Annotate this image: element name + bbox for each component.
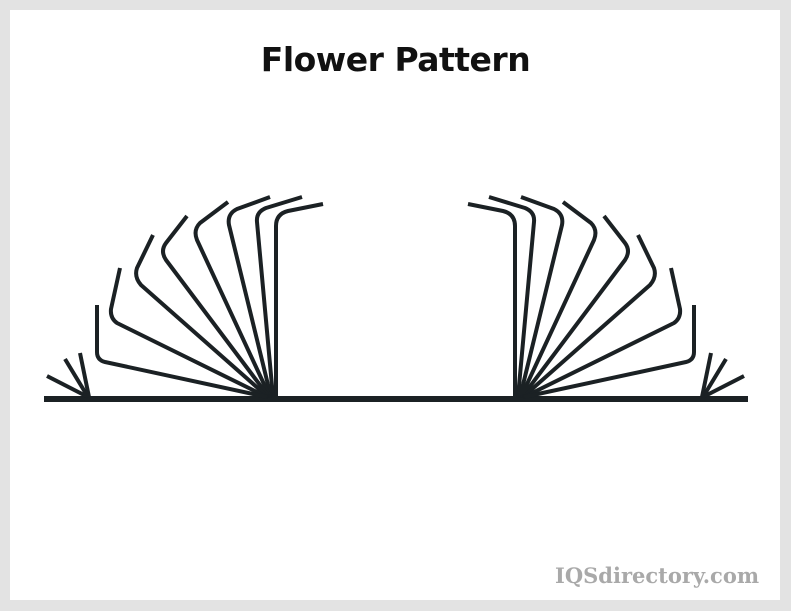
small-hex-key bbox=[78, 352, 91, 398]
hex-key bbox=[134, 234, 270, 399]
hex-key bbox=[523, 267, 683, 399]
hex-key bbox=[467, 202, 517, 397]
iqsdirectory-watermark: IQSdirectory.com bbox=[555, 563, 760, 588]
small-hex-key bbox=[46, 374, 89, 399]
hex-key bbox=[523, 305, 696, 399]
hex-key bbox=[226, 195, 273, 398]
hex-key bbox=[95, 305, 268, 399]
hex-key bbox=[108, 267, 268, 399]
small-hex-key bbox=[63, 357, 90, 399]
small-hex-key bbox=[701, 357, 728, 399]
hex-key bbox=[254, 195, 303, 398]
hex-key bbox=[193, 200, 272, 398]
hex-key bbox=[518, 195, 565, 398]
diagram-title: Flower Pattern bbox=[260, 40, 531, 79]
small-hex-key bbox=[700, 352, 713, 398]
small-hex-key bbox=[702, 374, 745, 399]
hex-key bbox=[274, 202, 324, 397]
hex-key bbox=[519, 200, 598, 398]
right-key-fan bbox=[467, 195, 745, 399]
hex-key bbox=[520, 214, 630, 399]
hex-key bbox=[488, 195, 537, 398]
left-key-fan bbox=[46, 195, 324, 399]
hex-key bbox=[521, 234, 657, 399]
hex-key bbox=[161, 214, 271, 399]
diagram-panel bbox=[10, 10, 780, 600]
